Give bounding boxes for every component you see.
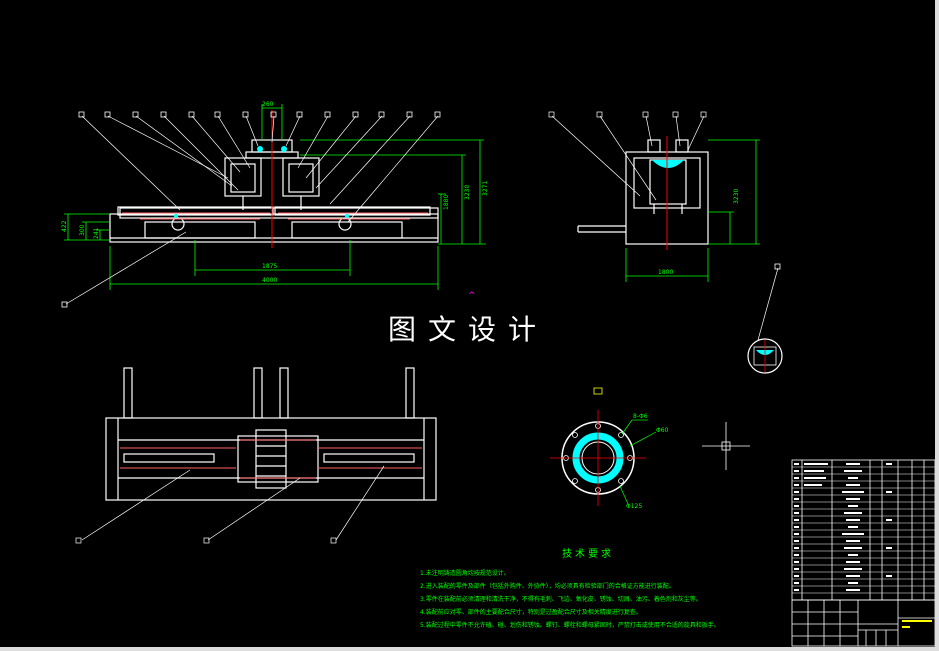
bom-table bbox=[791, 459, 936, 601]
flange-holes: 8-Φ6 bbox=[633, 413, 648, 420]
tech-note-5: 5.装配过程中零件不允许磕、碰、划伤和锈蚀。螺钉、螺栓和螺母紧固时，严禁打击或使… bbox=[420, 622, 720, 629]
drawing-border-right bbox=[935, 0, 939, 651]
front-base bbox=[109, 213, 439, 243]
dim-height-b: 3230 bbox=[464, 185, 471, 200]
tech-note-2: 2.进入装配的零件及部件（包括外购件、外协件），均必须具有检验部门的合格证方能进… bbox=[420, 583, 675, 590]
front-dimensions bbox=[64, 104, 486, 290]
side-dim-height: 3230 bbox=[733, 189, 740, 204]
origin-marker: ^ bbox=[468, 291, 476, 301]
wheel-left bbox=[171, 217, 185, 231]
watermark-text: 图文设计 bbox=[388, 313, 549, 346]
side-view bbox=[577, 139, 709, 245]
detail-view bbox=[747, 263, 783, 374]
front-view bbox=[109, 139, 439, 243]
front-leaders bbox=[65, 115, 439, 305]
dim-overall-width: 4000 bbox=[262, 277, 277, 284]
plan-view bbox=[105, 367, 437, 501]
tech-requirements-title: 技术要求 bbox=[562, 549, 614, 560]
side-dimensions bbox=[625, 139, 760, 282]
title-block bbox=[791, 599, 936, 647]
dim-left-a: 422 bbox=[61, 220, 68, 232]
plan-center-carriage bbox=[237, 435, 319, 483]
wheel-right bbox=[338, 217, 352, 231]
dim-inner-width: 1875 bbox=[262, 263, 277, 270]
dim-top-width: 260 bbox=[262, 101, 274, 108]
flange-view bbox=[550, 387, 657, 506]
dim-left-c: 241 bbox=[93, 227, 100, 239]
side-dim-width: 1800 bbox=[658, 269, 673, 276]
flange-pcd: Φ125 bbox=[626, 503, 642, 510]
tech-note-1: 1.未注明铸造圆角均按规范设计。 bbox=[420, 570, 510, 577]
dim-left-b: 300 bbox=[79, 224, 86, 236]
crosshair-cursor-icon bbox=[702, 422, 750, 470]
tech-note-3: 3.零件在装配前必须清理和清洗干净，不得有毛刺、飞边、氧化皮、锈蚀、切屑、油污、… bbox=[420, 596, 702, 603]
plan-frame bbox=[105, 417, 437, 501]
drawing-border-bottom bbox=[0, 647, 939, 651]
tech-note-4: 4.装配前应对零、部件的主要配合尺寸，特别是过盈配合尺寸及相关精度进行复查。 bbox=[420, 609, 642, 616]
flange-outer-dim: Φ60 bbox=[656, 427, 669, 434]
dim-height-c: 3271 bbox=[482, 181, 489, 196]
dim-height-a: 1880 bbox=[443, 195, 450, 210]
